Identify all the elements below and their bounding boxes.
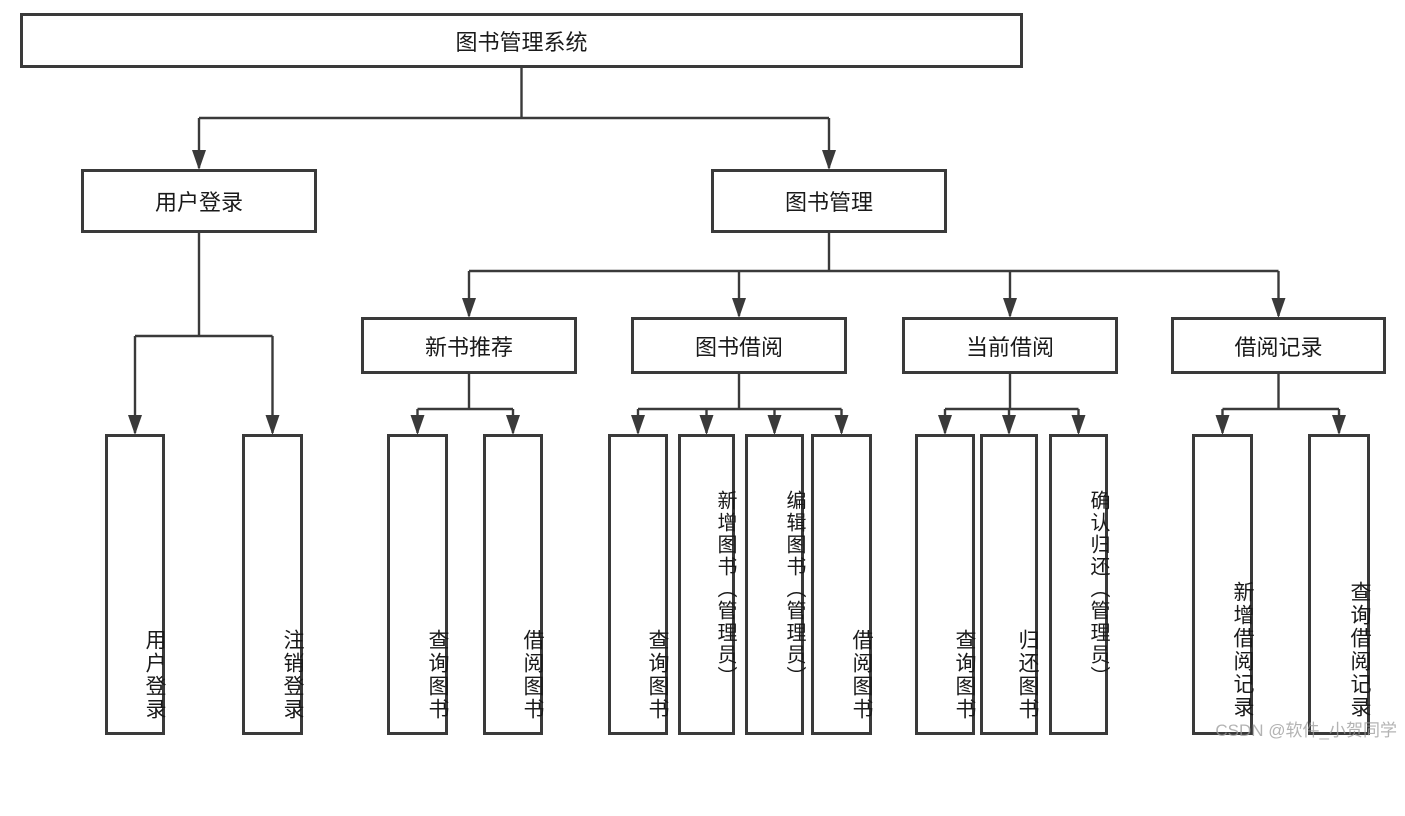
arrow-head	[1003, 298, 1017, 318]
arrow-head	[822, 150, 836, 170]
flowchart-canvas	[20, 13, 1386, 735]
diagram-root: 图书管理系统用户登录图书管理新书推荐图书借阅当前借阅借阅记录用户登录注销登录查询…	[20, 13, 1397, 740]
arrow-head	[834, 415, 849, 435]
node-box-borrow-record[interactable]	[1171, 317, 1386, 374]
arrow-head	[1332, 415, 1346, 435]
node-box-book-manage[interactable]	[711, 169, 947, 233]
arrow-head	[462, 298, 476, 318]
arrow-head	[506, 415, 520, 435]
node-box-root[interactable]	[20, 13, 1023, 68]
arrow-head	[1215, 415, 1230, 435]
node-box-leaf-confirm-return[interactable]	[1049, 434, 1108, 735]
node-box-leaf-query-book-3[interactable]	[915, 434, 975, 735]
arrow-head	[192, 150, 206, 170]
arrow-head	[699, 415, 714, 435]
node-box-current-borrow[interactable]	[902, 317, 1118, 374]
arrow-head	[1002, 415, 1016, 435]
node-box-leaf-query-record[interactable]	[1308, 434, 1370, 735]
arrow-head	[1071, 415, 1086, 435]
node-box-leaf-borrow-book-2[interactable]	[811, 434, 872, 735]
connectors-layer	[128, 68, 1346, 435]
node-box-leaf-user-login[interactable]	[105, 434, 165, 735]
node-box-leaf-borrow-book-1[interactable]	[483, 434, 543, 735]
csdn-watermark: CSDN @软件_小贺同学	[1215, 721, 1397, 740]
node-box-leaf-add-record[interactable]	[1192, 434, 1253, 735]
node-box-user-login[interactable]	[81, 169, 317, 233]
node-box-leaf-add-book[interactable]	[678, 434, 735, 735]
node-box-leaf-edit-book[interactable]	[745, 434, 804, 735]
boxes-layer	[20, 13, 1386, 735]
arrow-head	[631, 415, 645, 435]
node-box-leaf-query-book-1[interactable]	[387, 434, 448, 735]
arrow-head	[938, 415, 952, 435]
arrow-head	[767, 415, 782, 435]
node-box-book-borrow[interactable]	[631, 317, 847, 374]
node-box-leaf-query-book-2[interactable]	[608, 434, 668, 735]
arrow-head	[128, 415, 142, 435]
node-box-new-book-rec[interactable]	[361, 317, 577, 374]
arrow-head	[410, 415, 425, 435]
arrow-head	[1271, 298, 1286, 318]
node-box-leaf-user-logout[interactable]	[242, 434, 303, 735]
node-box-leaf-return-book[interactable]	[980, 434, 1038, 735]
arrow-head	[265, 415, 280, 435]
arrow-head	[732, 298, 746, 318]
